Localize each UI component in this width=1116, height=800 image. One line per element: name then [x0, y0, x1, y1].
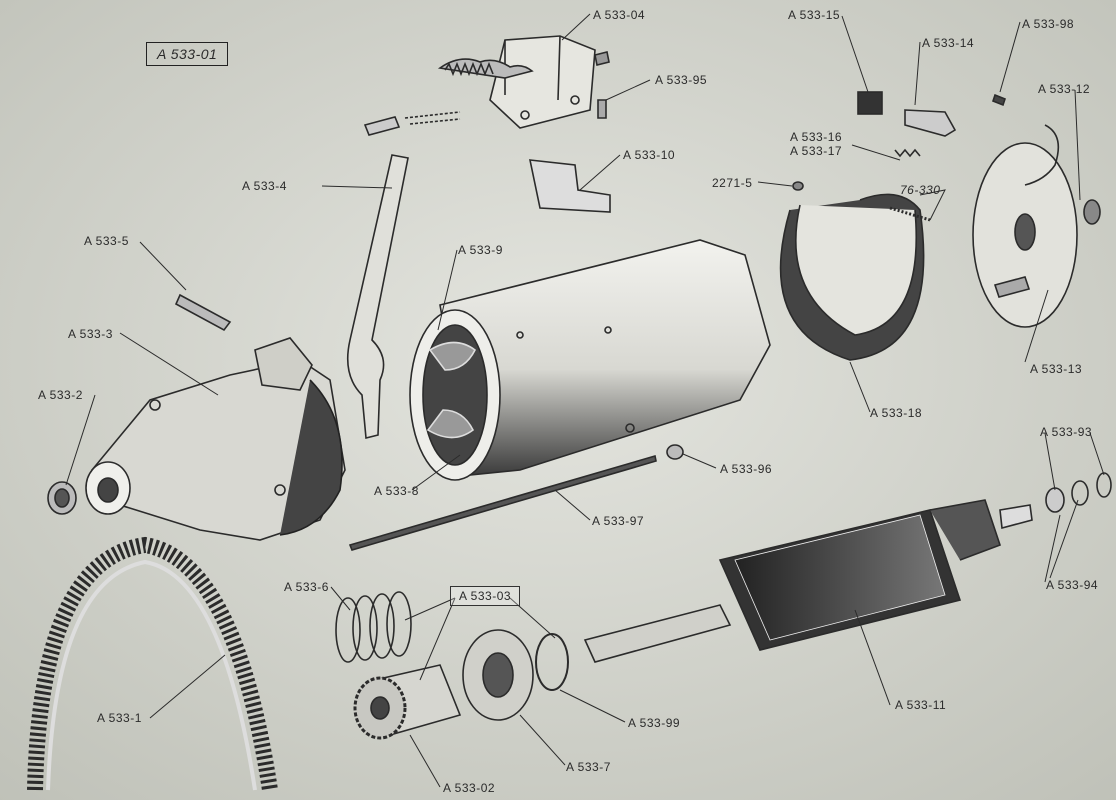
brush-15: [857, 91, 883, 115]
washer-a: [1045, 487, 1065, 513]
label-a533-93: A 533-93: [1040, 425, 1093, 439]
label-a533-10: A 533-10: [623, 148, 676, 162]
label-a533-16: A 533-16: [790, 130, 843, 144]
label-a533-6: A 533-6: [284, 580, 329, 594]
commutator-end-plate: [972, 124, 1078, 328]
terminal-block: [528, 159, 611, 213]
drive-spring: [335, 591, 412, 663]
label-a533-18: A 533-18: [870, 406, 923, 420]
drive-end-housing: [85, 337, 346, 541]
label-a533-15: A 533-15: [788, 8, 841, 22]
through-bolt: [348, 454, 657, 551]
washer-c: [1096, 472, 1112, 498]
label-a533-1: A 533-1: [97, 711, 142, 725]
pinion: [353, 664, 462, 740]
label-a533-02: A 533-02: [443, 781, 496, 795]
shift-lever: [346, 154, 409, 440]
label-a533-14: A 533-14: [922, 36, 975, 50]
solenoid-switch: [437, 35, 610, 129]
label-a533-13: A 533-13: [1030, 362, 1083, 376]
label-a533-5: A 533-5: [84, 234, 129, 248]
plunger-link: [363, 116, 401, 136]
label-2271-5: 2271-5: [712, 176, 753, 190]
label-a533-03: A 533-03: [450, 586, 521, 606]
label-a533-9: A 533-9: [458, 243, 503, 257]
field-frame: [409, 239, 771, 481]
label-a533-99: A 533-99: [628, 716, 681, 730]
label-a533-98: A 533-98: [1022, 17, 1075, 31]
label-a533-17: A 533-17: [790, 144, 843, 158]
screw-98: [992, 93, 1006, 107]
ring-gear: [27, 536, 278, 792]
label-a533-04: A 533-04: [593, 8, 646, 22]
pivot-pin: [174, 293, 232, 332]
parts-artwork: [27, 35, 1112, 792]
label-a533-97: A 533-97: [592, 514, 645, 528]
label-76-330: 76-330: [900, 183, 941, 197]
label-a533-96: A 533-96: [720, 462, 773, 476]
label-a533-3: A 533-3: [68, 327, 113, 341]
brush-spring: [894, 148, 921, 158]
screw-95: [597, 99, 607, 119]
nut-96: [666, 444, 684, 460]
label-a533-7: A 533-7: [566, 760, 611, 774]
label-a533-2: A 533-2: [38, 388, 83, 402]
leader-lines: [65, 13, 1105, 788]
brush-holder-14: [904, 109, 957, 137]
armature: [583, 499, 1033, 663]
label-a533-95: A 533-95: [655, 73, 708, 87]
label-a533-11: A 533-11: [895, 698, 947, 712]
plate-reference: A 533-01: [146, 42, 229, 66]
label-a533-94: A 533-94: [1046, 578, 1099, 592]
label-a533-4: A 533-4: [242, 179, 287, 193]
circlip: [535, 633, 569, 691]
washer-b: [1071, 480, 1089, 506]
label-a533-12: A 533-12: [1038, 82, 1091, 96]
label-a533-8: A 533-8: [374, 484, 419, 498]
bush-12: [1083, 199, 1101, 225]
cover-band: [779, 181, 931, 361]
